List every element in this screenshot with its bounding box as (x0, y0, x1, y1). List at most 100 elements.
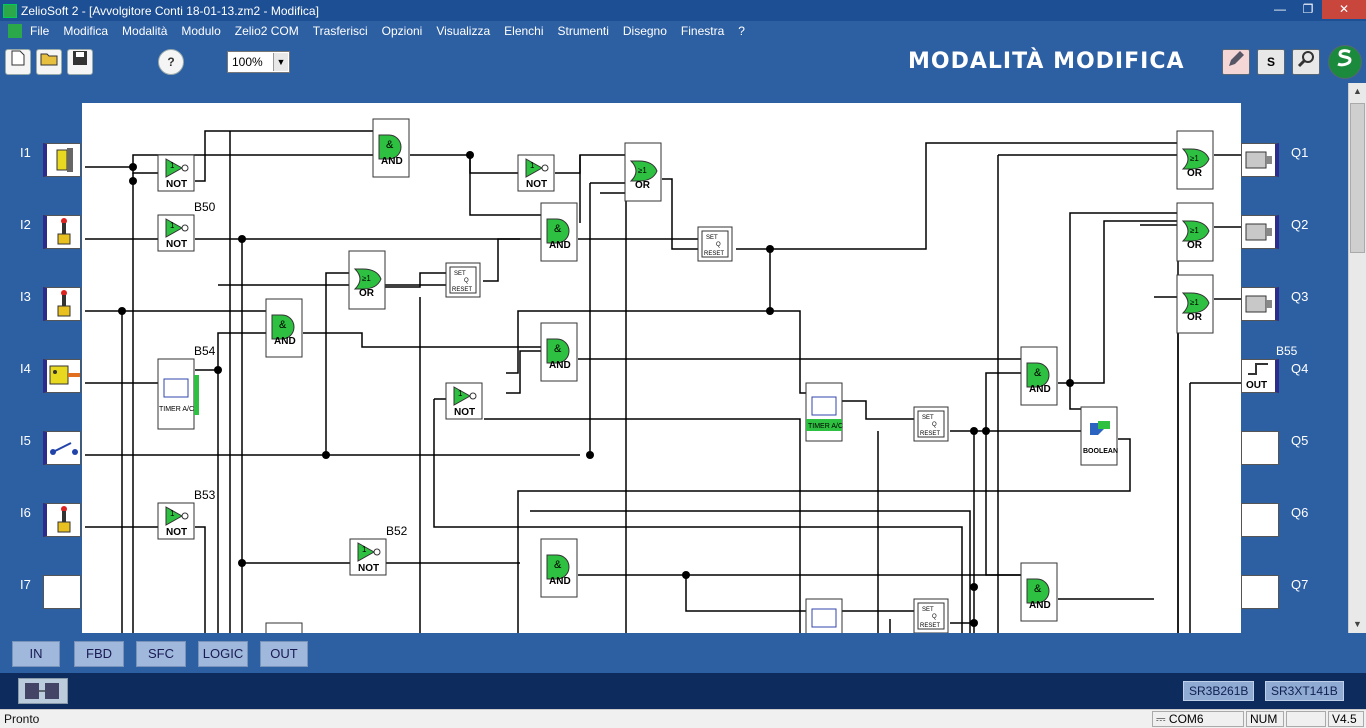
or-gate[interactable]: OR≥1 (1176, 202, 1214, 262)
and-gate[interactable]: AND& (265, 298, 303, 358)
output-block-q7[interactable] (1241, 575, 1279, 609)
menu-opzioni[interactable]: Opzioni (381, 24, 423, 38)
close-button[interactable]: ✕ (1322, 0, 1366, 19)
menu-disegno[interactable]: Disegno (622, 24, 667, 38)
svg-text:&: & (386, 139, 394, 151)
menu-strumenti[interactable]: Strumenti (557, 24, 609, 38)
module-sr3b261b[interactable]: SR3B261B (1183, 681, 1255, 701)
or-gate[interactable]: OR≥1 (348, 250, 386, 310)
tab-out[interactable]: OUT (260, 641, 308, 667)
and-gate[interactable]: AND& (1020, 346, 1058, 406)
scroll-down-arrow-icon[interactable]: ▼ (1353, 619, 1362, 629)
status-empty-slot (1286, 711, 1326, 727)
input-block-i1[interactable] (43, 143, 81, 177)
and-gate[interactable]: AND& (540, 538, 578, 598)
partial-block[interactable] (265, 622, 303, 633)
menu-modulo[interactable]: Modulo (181, 24, 221, 38)
and-gate[interactable]: AND& (372, 118, 410, 178)
and-gate[interactable]: AND& (540, 322, 578, 382)
motor-icon (1245, 223, 1272, 241)
chevron-down-icon[interactable]: ▼ (273, 53, 288, 71)
input-block-i2[interactable] (43, 215, 81, 249)
input-block-i6[interactable] (43, 503, 81, 537)
zeliosoft-app-icon (3, 3, 17, 18)
menu-trasferisci[interactable]: Trasferisci (312, 24, 368, 38)
svg-text:RESET: RESET (920, 431, 940, 437)
zoom-select[interactable]: 100% ▼ (227, 51, 290, 73)
svg-text:NOT: NOT (358, 563, 379, 574)
help-button[interactable]: ? (158, 49, 184, 75)
output-label-q1: Q1 (1291, 145, 1309, 160)
tab-logic[interactable]: LOGIC (198, 641, 248, 667)
svg-text:Q: Q (932, 614, 937, 620)
output-block-q1[interactable] (1241, 143, 1279, 177)
scroll-up-arrow-icon[interactable]: ▲ (1353, 86, 1362, 96)
document-icon[interactable] (8, 24, 22, 38)
boolean-block[interactable]: BOOLEAN (1080, 406, 1118, 466)
or-gate[interactable]: OR≥1 (624, 142, 662, 202)
input-block-i3[interactable] (43, 287, 81, 321)
tab-sfc[interactable]: SFC (136, 641, 186, 667)
svg-text:Q: Q (716, 242, 721, 248)
and-gate[interactable]: AND& (540, 202, 578, 262)
scrollbar-thumb[interactable] (1350, 103, 1365, 253)
input-label-i5: I5 (20, 433, 31, 448)
maximize-button[interactable]: ❐ (1302, 2, 1314, 16)
monitoring-mode-button[interactable] (1292, 49, 1320, 75)
output-block-q5[interactable] (1241, 431, 1279, 465)
minimize-button[interactable]: — (1274, 2, 1286, 16)
svg-text:Q: Q (464, 278, 469, 284)
and-gate[interactable]: AND& (1020, 562, 1058, 622)
output-label-q3: Q3 (1291, 289, 1309, 304)
edit-mode-button[interactable] (1222, 49, 1250, 75)
module-icon[interactable] (18, 678, 68, 704)
tab-fbd[interactable]: FBD (74, 641, 124, 667)
tab-in[interactable]: IN (12, 641, 60, 667)
menu-finestra[interactable]: Finestra (680, 24, 725, 38)
output-block-q4[interactable]: OUT (1241, 359, 1279, 393)
timer-block[interactable] (805, 598, 843, 633)
or-gate[interactable]: OR≥1 (1176, 274, 1214, 334)
menu-elenchi[interactable]: Elenchi (504, 24, 544, 38)
input-block-i4[interactable] (43, 359, 81, 393)
menu-visualizza[interactable]: Visualizza (436, 24, 491, 38)
module-sr3xt141b[interactable]: SR3XT141B (1265, 681, 1344, 701)
output-block-q6[interactable] (1241, 503, 1279, 537)
simulation-mode-button[interactable]: S (1257, 49, 1285, 75)
output-label-q5: Q5 (1291, 433, 1309, 448)
svg-text:1: 1 (170, 221, 175, 230)
output-block-q3[interactable] (1241, 287, 1279, 321)
svg-text:AND: AND (549, 240, 571, 251)
svg-text:AND: AND (1029, 600, 1051, 611)
output-block-q2[interactable] (1241, 215, 1279, 249)
menu-zelio2-com[interactable]: Zelio2 COM (234, 24, 299, 38)
open-file-button[interactable] (36, 49, 62, 75)
input-label-i7: I7 (20, 577, 31, 592)
menu-modalita[interactable]: Modalità (122, 24, 168, 38)
vertical-scrollbar[interactable]: ▲ ▼ (1348, 83, 1366, 633)
save-file-button[interactable] (67, 49, 93, 75)
new-file-button[interactable] (5, 49, 31, 75)
input-block-i7[interactable] (43, 575, 81, 609)
menu-modifica[interactable]: Modifica (63, 24, 109, 38)
menu-file[interactable]: File (30, 24, 50, 38)
block-label-b50: B50 (194, 200, 216, 214)
timer-block[interactable]: TIMER A/C (157, 358, 199, 430)
svg-text:AND: AND (1029, 384, 1051, 395)
magnifier-icon (1297, 51, 1314, 68)
selector-switch-icon (57, 506, 71, 533)
or-gate[interactable]: OR≥1 (1176, 130, 1214, 190)
input-block-i5[interactable] (43, 431, 81, 465)
timer-block[interactable]: TIMER A/C (805, 382, 843, 442)
menu-help[interactable]: ? (738, 24, 745, 38)
